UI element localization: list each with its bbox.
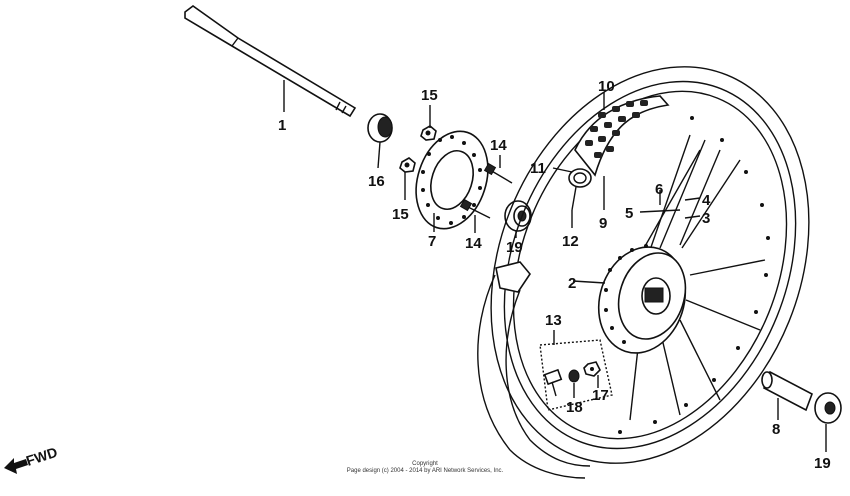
part-label-13: 13 xyxy=(545,312,562,329)
bolt-14-lower xyxy=(459,198,491,219)
tube-section xyxy=(568,168,592,211)
bolt-14-upper xyxy=(483,162,513,184)
part-label-10: 10 xyxy=(598,78,615,95)
part-label-11: 11 xyxy=(530,160,546,177)
part-labels: 1 2 3 4 5 6 7 8 9 10 11 12 13 14 14 15 1… xyxy=(278,78,831,472)
fwd-indicator: FWD xyxy=(4,444,59,474)
part-label-19-upper: 19 xyxy=(506,239,523,256)
part-label-2: 2 xyxy=(568,275,576,292)
part-label-15-lower: 15 xyxy=(392,206,409,223)
rim-band xyxy=(477,261,591,479)
bearing-16 xyxy=(367,113,393,143)
part-label-7: 7 xyxy=(428,233,436,250)
nut-15-lower xyxy=(399,157,416,173)
part-label-15-upper: 15 xyxy=(421,87,438,104)
bearing-19-lower xyxy=(814,392,842,424)
part-label-1: 1 xyxy=(278,117,286,134)
part-label-18: 18 xyxy=(566,399,583,416)
part-label-6: 6 xyxy=(655,181,663,198)
part-label-19-lower: 19 xyxy=(814,455,831,472)
axle xyxy=(184,5,357,118)
part-label-12: 12 xyxy=(562,233,579,250)
part-label-9: 9 xyxy=(599,215,607,232)
tire xyxy=(574,95,670,177)
spokes xyxy=(629,134,766,421)
leader-lines xyxy=(283,80,827,452)
part-label-14-upper: 14 xyxy=(490,137,507,154)
part-label-4: 4 xyxy=(702,192,711,209)
copyright-line-2: Page design (c) 2004 - 2014 by ARI Netwo… xyxy=(347,468,504,474)
copyright-notice: Copyright Page design (c) 2004 - 2014 by… xyxy=(347,461,504,474)
wheel-rim xyxy=(490,66,810,464)
part-label-17: 17 xyxy=(592,387,609,404)
wheel-hub xyxy=(597,244,687,354)
part-label-5: 5 xyxy=(625,205,633,222)
valve-assembly xyxy=(539,339,613,411)
part-label-3: 3 xyxy=(702,210,710,227)
part-label-8: 8 xyxy=(772,421,780,438)
fwd-label: FWD xyxy=(24,444,59,469)
nut-15-upper xyxy=(420,125,437,141)
fwd-arrow-icon xyxy=(4,458,28,474)
spacer-8 xyxy=(761,370,813,412)
part-label-16: 16 xyxy=(368,173,385,190)
brake-disc xyxy=(415,130,489,230)
copyright-line-1: Copyright xyxy=(412,461,438,467)
part-label-14-lower: 14 xyxy=(465,235,482,252)
